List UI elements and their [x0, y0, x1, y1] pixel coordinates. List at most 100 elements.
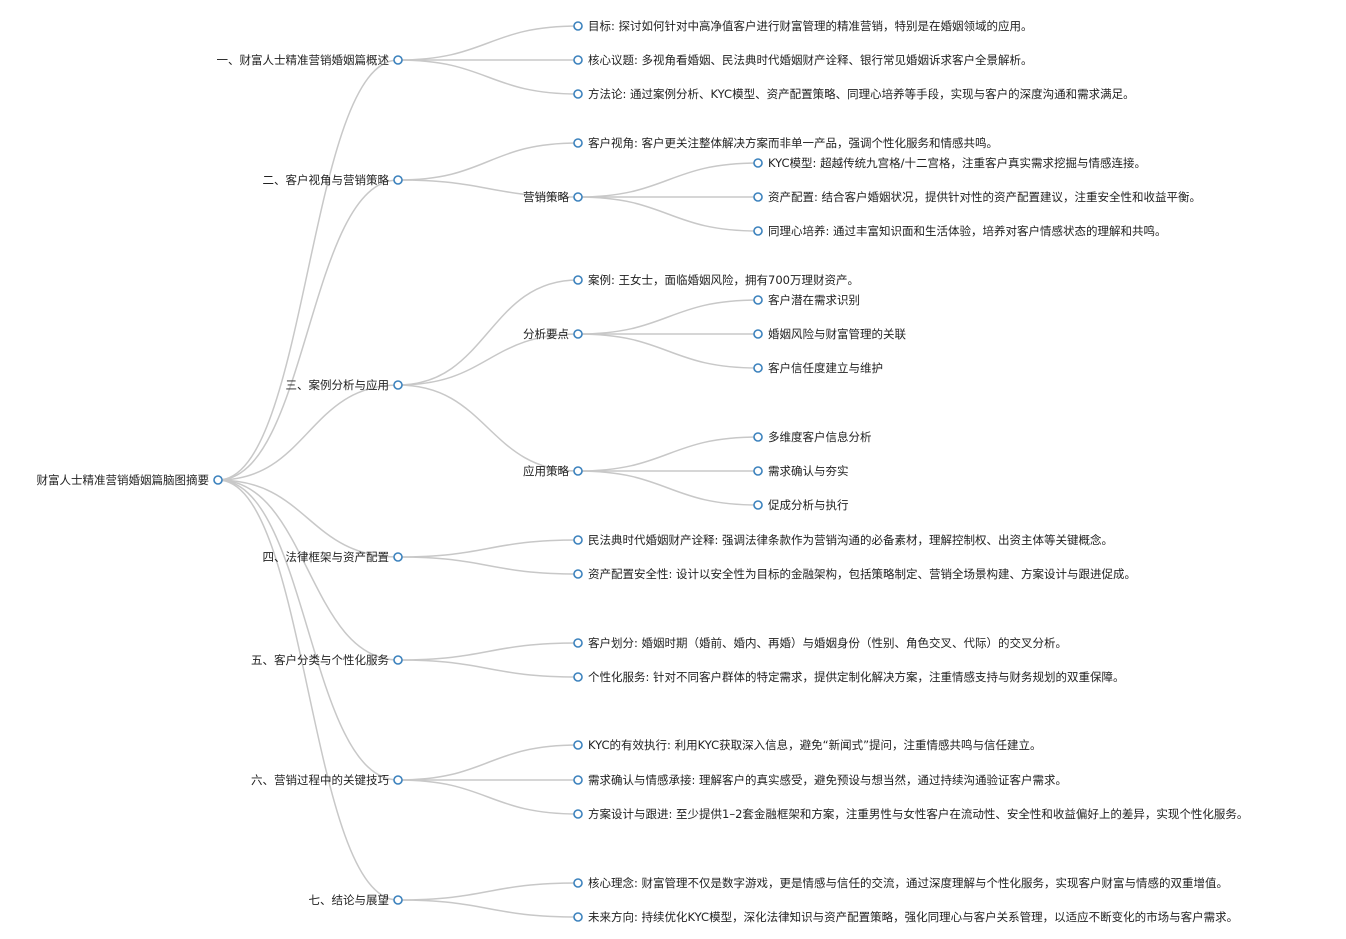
leaf-node[interactable]: 资产配置安全性: 设计以安全性为目标的金融架构，包括策略制定、营销全场景构建、方…: [573, 567, 1136, 581]
branch-node[interactable]: 分析要点: [523, 327, 583, 341]
node-label: 三、案例分析与应用: [286, 378, 390, 392]
branch-link: [397, 779, 579, 815]
leaf-node[interactable]: 多维度客户信息分析: [753, 430, 872, 444]
node-toggle-circle-icon[interactable]: [753, 432, 763, 442]
leaf-node[interactable]: 同理心培养: 通过丰富知识面和生活体验，培养对客户情感状态的理解和共鸣。: [753, 224, 1167, 238]
node-label: 客户信任度建立与维护: [768, 361, 883, 375]
leaf-node[interactable]: 核心议题: 多视角看婚姻、民法典时代婚姻财产诠释、银行常见婚姻诉求客户全景解析。: [573, 53, 1033, 67]
branch-link: [397, 333, 579, 386]
node-toggle-circle-icon[interactable]: [573, 329, 583, 339]
node-toggle-circle-icon[interactable]: [573, 809, 583, 819]
branch-link: [397, 142, 579, 181]
node-label: 需求确认与情感承接: 理解客户的真实感受，避免预设与想当然，通过持续沟通验证客户…: [588, 773, 1067, 787]
node-toggle-circle-icon[interactable]: [573, 775, 583, 785]
node-toggle-circle-icon[interactable]: [753, 295, 763, 305]
node-toggle-circle-icon[interactable]: [573, 638, 583, 648]
branch-link: [397, 899, 579, 918]
root-node[interactable]: 财富人士精准营销婚姻篇脑图摘要: [37, 473, 223, 487]
node-toggle-circle-icon[interactable]: [393, 55, 403, 65]
branch-link: [397, 179, 579, 198]
branch-link: [217, 179, 399, 481]
node-toggle-circle-icon[interactable]: [573, 740, 583, 750]
node-toggle-circle-icon[interactable]: [573, 55, 583, 65]
node-toggle-circle-icon[interactable]: [573, 21, 583, 31]
node-toggle-circle-icon[interactable]: [753, 466, 763, 476]
branch-node[interactable]: 五、客户分类与个性化服务: [251, 653, 403, 667]
node-toggle-circle-icon[interactable]: [393, 380, 403, 390]
branch-link: [217, 479, 399, 558]
branch-node[interactable]: 二、客户视角与营销策略: [263, 173, 403, 187]
node-toggle-circle-icon[interactable]: [753, 192, 763, 202]
node-label: 案例: 王女士，面临婚姻风险，拥有700万理财资产。: [588, 273, 859, 287]
node-label: 五、客户分类与个性化服务: [251, 653, 389, 667]
node-label: 核心理念: 财富管理不仅是数字游戏，更是情感与信任的交流，通过深度理解与个性化服…: [588, 876, 1228, 890]
node-toggle-circle-icon[interactable]: [393, 655, 403, 665]
leaf-node[interactable]: 民法典时代婚姻财产诠释: 强调法律条款作为营销沟通的必备素材，理解控制权、出资主…: [573, 533, 1113, 547]
node-label: 资产配置: 结合客户婚姻状况，提供针对性的资产配置建议，注重安全性和收益平衡。: [768, 190, 1201, 204]
leaf-node[interactable]: 客户划分: 婚姻时期（婚前、婚内、再婚）与婚姻身份（性别、角色交叉、代际）的交叉…: [573, 636, 1067, 650]
leaf-node[interactable]: 核心理念: 财富管理不仅是数字游戏，更是情感与信任的交流，通过深度理解与个性化服…: [573, 876, 1228, 890]
branch-link: [217, 479, 399, 901]
node-toggle-circle-icon[interactable]: [573, 535, 583, 545]
branch-link: [397, 882, 579, 901]
branch-link: [577, 196, 759, 232]
branch-node[interactable]: 应用策略: [523, 464, 583, 478]
branch-link: [577, 470, 759, 506]
leaf-node[interactable]: 客户视角: 客户更关注整体解决方案而非单一产品，强调个性化服务和情感共鸣。: [573, 136, 998, 150]
node-label: KYC模型: 超越传统九宫格/十二宫格，注重客户真实需求挖掘与情感连接。: [768, 156, 1146, 170]
node-label: 未来方向: 持续优化KYC模型，深化法律知识与资产配置策略，强化同理心与客户关系…: [588, 910, 1238, 924]
node-toggle-circle-icon[interactable]: [753, 500, 763, 510]
branch-node[interactable]: 七、结论与展望: [309, 893, 403, 907]
node-toggle-circle-icon[interactable]: [573, 192, 583, 202]
leaf-node[interactable]: 婚姻风险与财富管理的关联: [753, 327, 906, 341]
node-toggle-circle-icon[interactable]: [573, 912, 583, 922]
branch-node[interactable]: 营销策略: [523, 190, 583, 204]
node-toggle-circle-icon[interactable]: [753, 226, 763, 236]
node-label: 个性化服务: 针对不同客户群体的特定需求，提供定制化解决方案，注重情感支持与财务…: [588, 670, 1125, 684]
branch-node[interactable]: 一、财富人士精准营销婚姻篇概述: [217, 53, 403, 67]
node-toggle-circle-icon[interactable]: [573, 466, 583, 476]
branch-link: [577, 162, 759, 198]
leaf-node[interactable]: 个性化服务: 针对不同客户群体的特定需求，提供定制化解决方案，注重情感支持与财务…: [573, 670, 1125, 684]
node-toggle-circle-icon[interactable]: [393, 175, 403, 185]
node-toggle-circle-icon[interactable]: [753, 363, 763, 373]
node-label: 目标: 探讨如何针对中高净值客户进行财富管理的精准营销，特别是在婚姻领域的应用。: [588, 19, 1033, 33]
node-label: 核心议题: 多视角看婚姻、民法典时代婚姻财产诠释、银行常见婚姻诉求客户全景解析。: [588, 53, 1033, 67]
node-toggle-circle-icon[interactable]: [393, 552, 403, 562]
leaf-node[interactable]: 客户信任度建立与维护: [753, 361, 883, 375]
node-toggle-circle-icon[interactable]: [393, 895, 403, 905]
node-toggle-circle-icon[interactable]: [753, 158, 763, 168]
node-toggle-circle-icon[interactable]: [213, 475, 223, 485]
branch-link: [217, 479, 399, 661]
branch-link: [217, 384, 399, 481]
leaf-node[interactable]: 客户潜在需求识别: [753, 293, 860, 307]
branch-link: [397, 659, 579, 678]
leaf-node[interactable]: 未来方向: 持续优化KYC模型，深化法律知识与资产配置策略，强化同理心与客户关系…: [573, 910, 1238, 924]
leaf-node[interactable]: KYC模型: 超越传统九宫格/十二宫格，注重客户真实需求挖掘与情感连接。: [753, 156, 1146, 170]
leaf-node[interactable]: 需求确认与情感承接: 理解客户的真实感受，避免预设与想当然，通过持续沟通验证客户…: [573, 773, 1067, 787]
branch-node[interactable]: 六、营销过程中的关键技巧: [251, 773, 403, 787]
branch-link: [577, 299, 759, 335]
node-toggle-circle-icon[interactable]: [573, 878, 583, 888]
node-label: 一、财富人士精准营销婚姻篇概述: [217, 53, 390, 67]
leaf-node[interactable]: 目标: 探讨如何针对中高净值客户进行财富管理的精准营销，特别是在婚姻领域的应用。: [573, 19, 1033, 33]
node-toggle-circle-icon[interactable]: [573, 569, 583, 579]
node-toggle-circle-icon[interactable]: [573, 672, 583, 682]
node-toggle-circle-icon[interactable]: [393, 775, 403, 785]
node-toggle-circle-icon[interactable]: [573, 89, 583, 99]
leaf-node[interactable]: 促成分析与执行: [753, 498, 849, 512]
leaf-node[interactable]: 方法论: 通过案例分析、KYC模型、资产配置策略、同理心培养等手段，实现与客户的…: [573, 87, 1135, 101]
node-label: 分析要点: [523, 327, 569, 341]
branch-node[interactable]: 三、案例分析与应用: [286, 378, 403, 392]
node-toggle-circle-icon[interactable]: [753, 329, 763, 339]
leaf-node[interactable]: 需求确认与夯实: [753, 464, 849, 478]
leaf-node[interactable]: 方案设计与跟进: 至少提供1–2套金融框架和方案，注重男性与女性客户在流动性、安…: [573, 807, 1248, 821]
leaf-node[interactable]: KYC的有效执行: 利用KYC获取深入信息，避免“新闻式”提问，注重情感共鸣与信…: [573, 738, 1042, 752]
branch-node[interactable]: 四、法律框架与资产配置: [263, 550, 403, 564]
node-toggle-circle-icon[interactable]: [573, 138, 583, 148]
leaf-node[interactable]: 案例: 王女士，面临婚姻风险，拥有700万理财资产。: [573, 273, 859, 287]
node-toggle-circle-icon[interactable]: [573, 275, 583, 285]
branch-link: [397, 25, 579, 61]
node-label: 应用策略: [523, 464, 569, 478]
leaf-node[interactable]: 资产配置: 结合客户婚姻状况，提供针对性的资产配置建议，注重安全性和收益平衡。: [753, 190, 1201, 204]
